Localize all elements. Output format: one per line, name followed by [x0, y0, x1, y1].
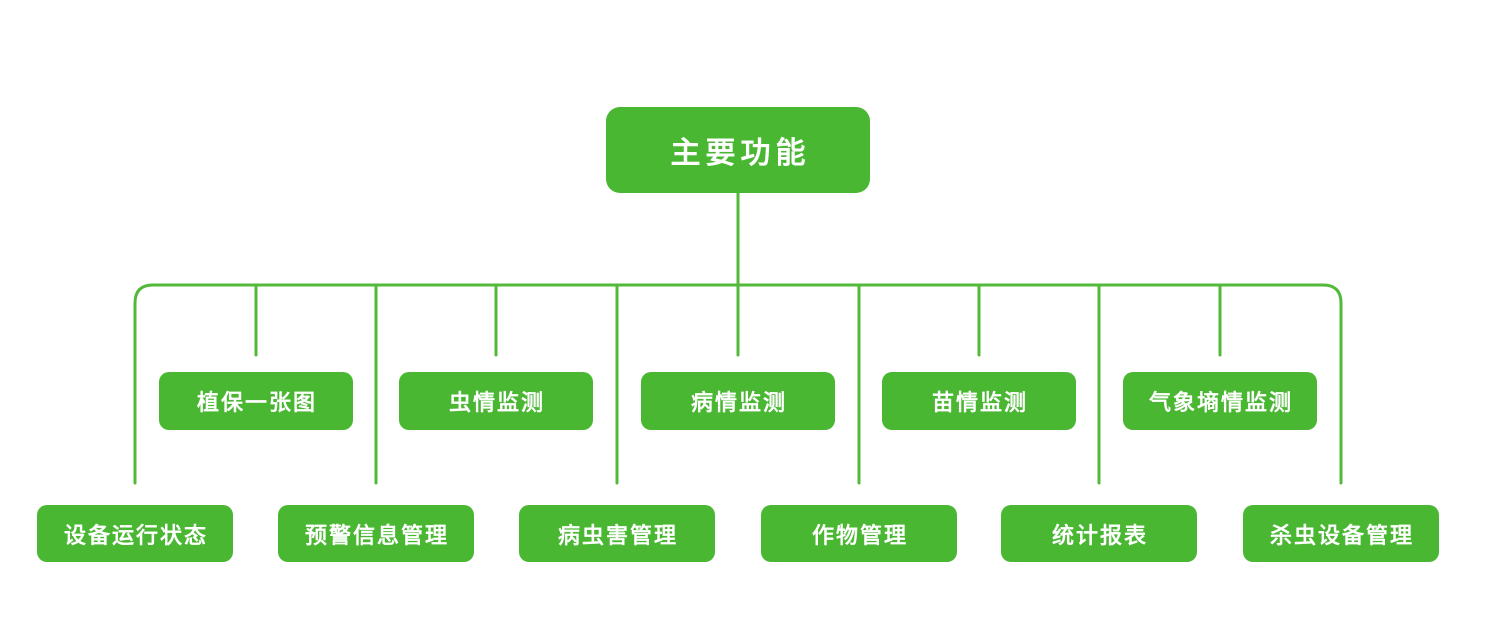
node-main-functions: 主要功能 — [606, 107, 870, 193]
node-weather-soil-moisture-monitoring: 气象墒情监测 — [1123, 372, 1317, 430]
node-device-running-status: 设备运行状态 — [37, 505, 233, 562]
node-crop-management: 作物管理 — [761, 505, 957, 562]
node-pest-disease-management: 病虫害管理 — [519, 505, 715, 562]
node-insecticide-device-management: 杀虫设备管理 — [1243, 505, 1439, 562]
node-seedling-monitoring: 苗情监测 — [882, 372, 1076, 430]
node-plant-protection-map: 植保一张图 — [159, 372, 353, 430]
node-insect-monitoring: 虫情监测 — [399, 372, 593, 430]
node-statistical-reports: 统计报表 — [1001, 505, 1197, 562]
node-disease-monitoring: 病情监测 — [641, 372, 835, 430]
node-warning-info-management: 预警信息管理 — [278, 505, 474, 562]
